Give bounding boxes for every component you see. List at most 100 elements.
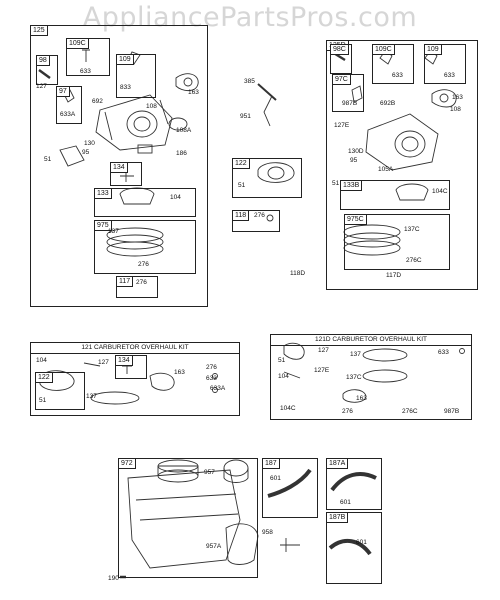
subbox-133b: 133B (340, 180, 450, 210)
callout-108-right: 108 (450, 106, 461, 113)
subbox-122: 122 (232, 158, 302, 198)
callout-190: 190 (108, 575, 119, 582)
subbox-109-label: 109 (117, 55, 134, 65)
callout-276-117: 276 (136, 279, 147, 286)
kit-d-callout-163: 163 (356, 395, 367, 402)
subbox-975: 975 (94, 220, 196, 274)
kit-d-callout-127e: 127E (314, 367, 330, 374)
kit-121-title: 121 CARBURETOR OVERHAUL KIT (31, 343, 239, 354)
subbox-109c-right: 109C (372, 44, 414, 84)
callout-105a: 105A (378, 166, 394, 173)
callout-601: 601 (270, 475, 281, 482)
subbox-97: 97 (56, 86, 82, 124)
kit-callout-633: 633 (206, 375, 217, 382)
subbox-134: 134 (110, 162, 142, 186)
callout-163-right: 163 (452, 94, 463, 101)
kit-d-callout-104: 104 (278, 373, 289, 380)
callout-108: 108 (146, 103, 157, 110)
subbox-97c: 97C (332, 74, 364, 112)
subbox-109-right-label: 109 (425, 45, 442, 55)
gasket-drawing (175, 73, 199, 92)
subbox-118: 118 (232, 210, 280, 232)
callout-987b: 987B (342, 100, 358, 107)
callout-95-right: 95 (350, 157, 358, 164)
subbox-133-label: 133 (95, 189, 112, 199)
callout-51-122: 51 (238, 182, 246, 189)
section-972-label: 972 (119, 459, 136, 469)
callout-137: 137 (108, 228, 119, 235)
callout-118d: 118D (290, 270, 306, 277)
subbox-109c: 109C (66, 38, 110, 76)
callout-51-right: 51 (332, 180, 340, 187)
callout-601-b: 601 (356, 539, 367, 546)
callout-957a: 957A (206, 543, 222, 550)
section-187a: 187A (326, 458, 382, 510)
kit-121-subbox-134-label: 134 (116, 356, 133, 366)
diaphragm-drawing (168, 117, 188, 131)
callout-117d: 117D (386, 272, 402, 279)
callout-633-98c: 633 (392, 72, 403, 79)
kit-121-subbox-122-label: 122 (36, 373, 53, 383)
section-187b-label: 187B (327, 513, 349, 523)
subbox-97-label: 97 (57, 87, 70, 97)
kit-callout-276: 276 (206, 364, 217, 371)
section-187b: 187B (326, 512, 382, 584)
subbox-134-label: 134 (111, 163, 128, 173)
subbox-98c-label: 98C (331, 45, 349, 55)
kit-callout-137: 137 (86, 393, 97, 400)
kit-callout-163: 163 (174, 369, 185, 376)
callout-186: 186 (176, 150, 187, 157)
section-187a-label: 187A (327, 459, 349, 469)
subbox-975c: 975C (344, 214, 450, 270)
subbox-109: 109 (116, 54, 156, 98)
callout-95: 95 (82, 149, 90, 156)
kit-d-callout-276: 276 (342, 408, 353, 415)
callout-958: 958 (262, 529, 273, 536)
subbox-98: 98 (36, 55, 58, 85)
subbox-109c-label: 109C (67, 39, 89, 49)
section-125-label: 125 (31, 26, 48, 36)
section-187: 187 (262, 458, 318, 518)
callout-104c: 104C (432, 188, 448, 195)
subbox-98-label: 98 (37, 56, 50, 66)
kit-d-callout-276c: 276C (402, 408, 418, 415)
callout-951: 951 (240, 113, 251, 120)
kit-121: 121 CARBURETOR OVERHAUL KIT (30, 342, 240, 416)
callout-130d: 130D (348, 148, 364, 155)
kit-121d-title: 121D CARBURETOR OVERHAUL KIT (271, 335, 471, 346)
section-187-label: 187 (263, 459, 280, 469)
callout-130: 130 (84, 140, 95, 147)
callout-276: 276 (138, 261, 149, 268)
kit-callout-127: 127 (98, 359, 109, 366)
watermark: AppliancePartsPros.com (82, 2, 418, 33)
callout-957: 957 (204, 469, 215, 476)
callout-163: 163 (188, 89, 199, 96)
subbox-118-label: 118 (233, 211, 250, 221)
callout-276c: 276C (406, 257, 422, 264)
callout-633-109: 633 (444, 72, 455, 79)
kit-d-callout-104c: 104C (280, 405, 296, 412)
subbox-97c-label: 97C (333, 75, 351, 85)
kit-121-subbox-122: 122 (35, 372, 85, 410)
subbox-133: 133 (94, 188, 196, 217)
callout-108a: 108A (176, 127, 192, 134)
kit-121d: 121D CARBURETOR OVERHAUL KIT (270, 334, 472, 420)
callout-601-a: 601 (340, 499, 351, 506)
callout-692b: 692B (380, 100, 396, 107)
kit-d-callout-137c: 137C (346, 374, 362, 381)
callout-833: 833 (120, 84, 131, 91)
kit-callout-51: 51 (39, 397, 47, 404)
subbox-117: 117 (116, 276, 158, 298)
subbox-117-label: 117 (117, 277, 134, 287)
kit-d-callout-987b: 987B (444, 408, 460, 415)
callout-692: 692 (92, 98, 103, 105)
subbox-109c-right-label: 109C (373, 45, 395, 55)
callout-127e: 127E (334, 122, 350, 129)
gasket-51-drawing (59, 145, 85, 167)
callout-385: 385 (244, 78, 255, 85)
subbox-975c-label: 975C (345, 215, 367, 225)
callout-276-118: 276 (254, 212, 265, 219)
callout-127: 127 (36, 83, 47, 90)
subbox-122-label: 122 (233, 159, 250, 169)
